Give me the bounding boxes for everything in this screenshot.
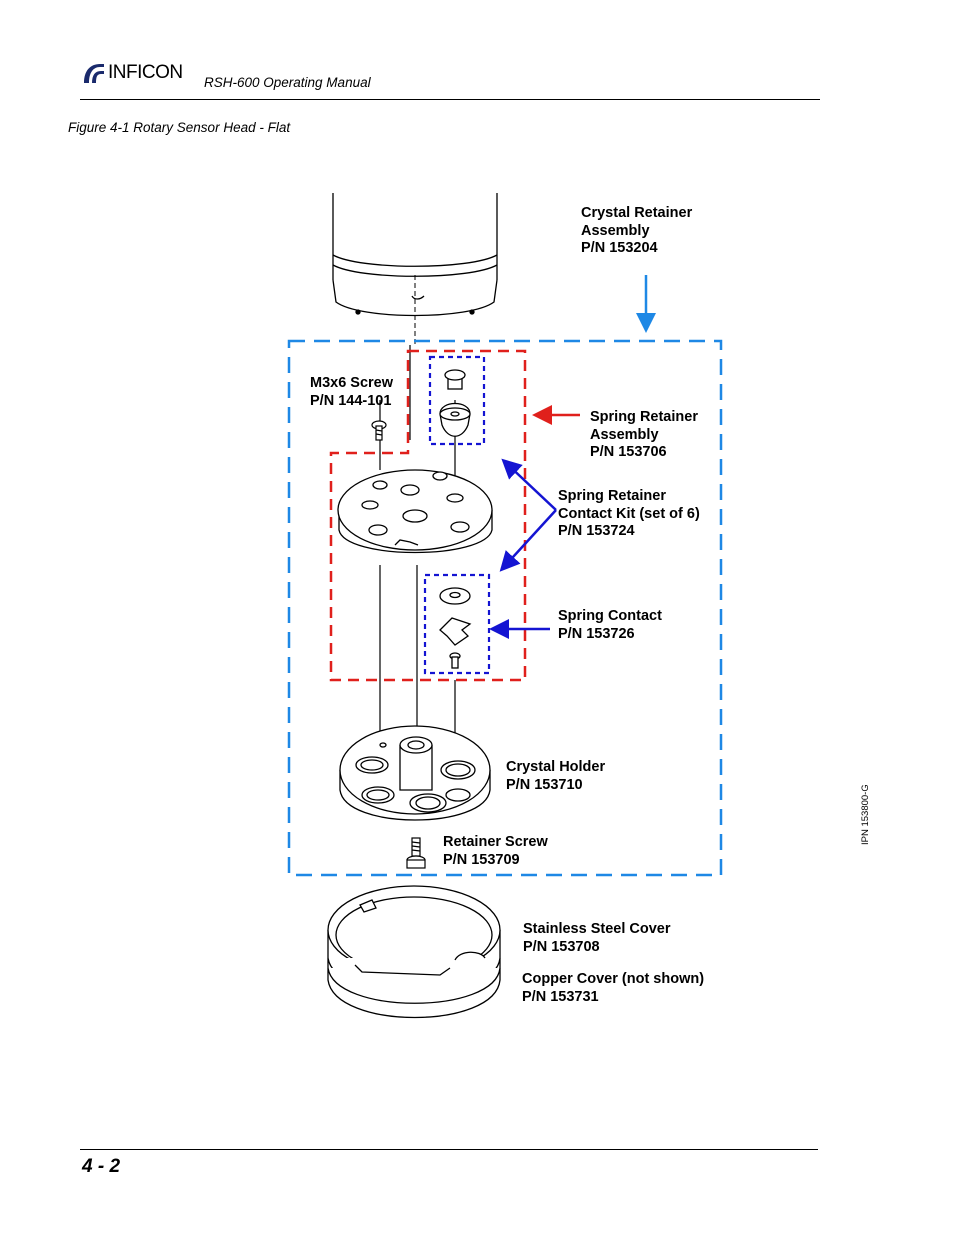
page-number: 4 - 2: [82, 1156, 121, 1177]
label-m3x6-screw: M3x6 Screw P/N 144-101: [310, 375, 394, 409]
label-spring-retainer: Spring Retainer Assembly P/N 153706: [590, 409, 698, 460]
spring-contact-part: [439, 587, 472, 669]
ipn-number: IPN 153800-G: [860, 784, 871, 845]
inficon-logo-icon: [84, 64, 104, 83]
label-crystal-retainer: Crystal Retainer Assembly P/N 153204: [581, 205, 693, 256]
label-stainless-steel-cover: Stainless Steel Cover P/N 153708: [523, 921, 671, 955]
label-spring-contact: Spring Contact P/N 153726: [558, 608, 662, 642]
figure-caption: Figure 4-1 Rotary Sensor Head - Flat: [68, 120, 291, 135]
spring-retainer-part: [439, 369, 471, 437]
crystal-holder-part: [339, 725, 491, 821]
crystal-retainer-body: [332, 193, 498, 317]
retainer-screw-part: [406, 837, 426, 869]
manual-title: RSH-600 Operating Manual: [204, 75, 371, 90]
footer-rule: [80, 1149, 818, 1150]
contact-kit-box-top: [428, 355, 486, 446]
contact-kit-arrow-down: [499, 509, 557, 572]
crystal-retainer-assembly-box: [287, 339, 723, 877]
spring-retainer-assembly-box: [329, 349, 527, 682]
inficon-logo: INFICON: [80, 60, 183, 86]
m3x6-screw-part: [371, 420, 387, 441]
header-rule: [80, 99, 820, 100]
logo-text: INFICON: [108, 62, 183, 83]
label-crystal-holder: Crystal Holder P/N 153710: [506, 759, 606, 793]
retainer-plate-part: [337, 469, 493, 554]
label-contact-kit: Spring Retainer Contact Kit (set of 6) P…: [558, 488, 700, 539]
contact-kit-arrow-up: [501, 458, 557, 511]
label-retainer-screw: Retainer Screw P/N 153709: [443, 834, 548, 868]
stainless-steel-cover-part: [327, 885, 501, 1019]
label-copper-cover: Copper Cover (not shown) P/N 153731: [522, 971, 705, 1005]
